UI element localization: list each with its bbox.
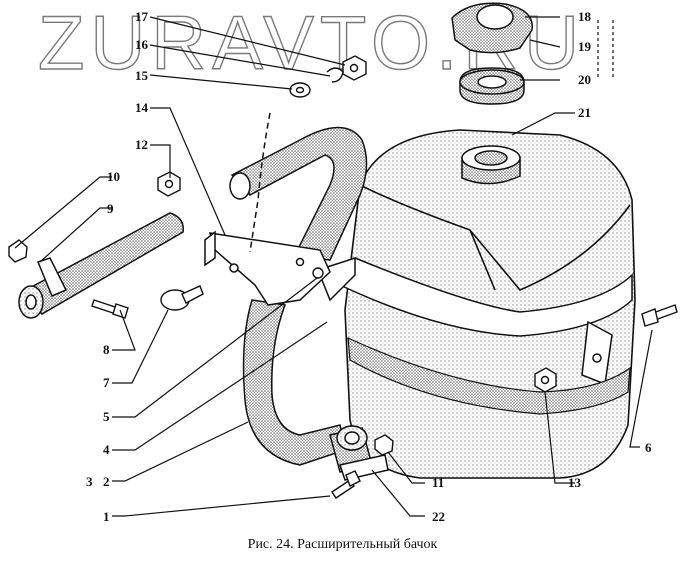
- bolt-1: [331, 479, 355, 499]
- callout-3: 3: [86, 474, 93, 489]
- callout-7: 7: [103, 375, 110, 390]
- callout-18: 18: [578, 9, 591, 24]
- leader-lines: [14, 16, 653, 517]
- callout-22: 22: [432, 509, 445, 524]
- nut-12-hole: [164, 179, 174, 189]
- nut-11: [374, 434, 394, 456]
- callout-2: 2: [103, 474, 110, 489]
- callout-1: 1: [103, 509, 110, 524]
- callout-16: 16: [135, 37, 148, 52]
- callout-20: 20: [578, 72, 591, 87]
- callout-4: 4: [103, 442, 110, 457]
- callout-9: 9: [107, 201, 114, 216]
- callout-8: 8: [103, 342, 110, 357]
- callout-10: 10: [107, 169, 120, 184]
- callout-19: 19: [578, 39, 591, 54]
- callout-15: 15: [135, 68, 148, 83]
- washer-16: [326, 67, 344, 83]
- callout-6: 6: [645, 440, 652, 455]
- cap-gasket: [459, 67, 525, 105]
- callout-21: 21: [578, 105, 591, 120]
- tank-neck: [461, 145, 521, 185]
- side-pipe: [18, 212, 184, 319]
- upper-hose: [229, 126, 368, 261]
- callout-17: 17: [135, 9, 148, 24]
- callout-11: 11: [432, 475, 445, 490]
- nut-10: [8, 239, 28, 263]
- callout-12: 12: [135, 137, 148, 152]
- figure-caption: Рис. 24. Расширительный бачок: [247, 537, 438, 552]
- nut-17-hole: [349, 63, 359, 73]
- callout-14: 14: [135, 100, 148, 115]
- nut-5: [312, 267, 324, 279]
- tank-lower-band: [347, 337, 631, 415]
- plug-7-stem: [181, 285, 204, 304]
- filler-cap: [451, 2, 533, 54]
- callout-5: 5: [103, 409, 110, 424]
- lower-hose: [242, 299, 346, 466]
- callout-13: 13: [568, 475, 581, 490]
- assembly-line: [249, 112, 271, 253]
